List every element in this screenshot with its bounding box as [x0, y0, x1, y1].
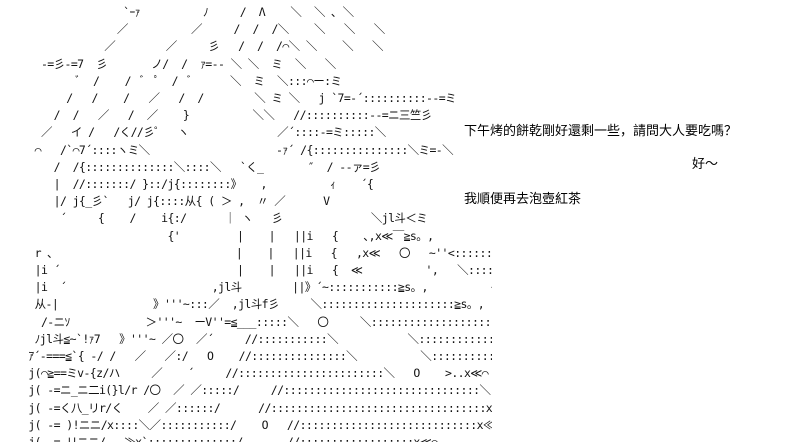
ascii-art-line: ﾞ / / ﾞ ﾟ / ﾞ ＼ ミ ＼:::⌒ー:ミ [22, 73, 342, 88]
dialogue-line-tea: 我順便再去泡壺紅茶 [464, 192, 582, 207]
ascii-art-line: / / ／ / ／ } ＼＼ //::::::::::--=ニ三竺彡 [22, 108, 433, 123]
ascii-art-line: j( -=ニ_ニ二i(}l/r /〇 ／ ／:::::/ //:::::::::… [28, 383, 491, 398]
ascii-art-line: /-ニｿ ＞'''~ ーV''=≦___:::::＼ 〇 ＼::::::::::… [22, 314, 492, 329]
ascii-art-line: -=彡-=7 彡 ノ/ / ｧ=-- ＼ ＼ ミ ＼ ＼ [22, 56, 336, 71]
ascii-art-line: |i ´ | | ||i { ≪ ', ＼::::::::, [22, 263, 492, 278]
ascii-art-line: | //:::::::/ }::/j{::::::::》 , ｨ ´{ [22, 177, 374, 192]
ascii-art-line: ／ イ / /く//彡゜ ヽ ／´::::-=ミ:::::＼ [22, 125, 386, 140]
ascii-art-line: |i ´ ,jl斗 ||》´~:::::::::::≧s。, ~'' [22, 280, 492, 295]
ascii-art-line: ´ { / i{:/ ｜ ヽ 彡 ＼jl斗＜ミ [22, 211, 428, 226]
dialogue-line-offer-cookies: 下午烤的餅乾剛好還剩一些，請問大人要吃嗎？ [464, 124, 738, 139]
ascii-art-line: ⌒ /`⌒7´::::ヽミ＼ -ｧ´ /{:::::::::::::::＼ミ=-… [22, 142, 454, 157]
ascii-art-line: `ｰｧ ﾉ / Λ ＼ ＼ ､ ＼ [22, 5, 354, 19]
ascii-art-line: ﾉjl斗≦~`!ｧ7 》'''~ ／〇 ／´ //:::::::::::＼ ＼:… [34, 331, 492, 346]
ascii-art-line: / / / ／ / / ＼ ミ ＼ j `7=-´::::::::::--=ミ [22, 91, 456, 106]
ascii-art-line: ｱ´-===≦`{ -/ / ／ ／:/ O //:::::::::::::::… [22, 349, 492, 364]
ascii-art-maid-illustration: `ｰｧ ﾉ / Λ ＼ ＼ ､ ＼ ／ ／ / / /＼ ＼ ＼ ＼ ／ ／ 彡… [22, 4, 492, 442]
ascii-art-line: / /{::::::::::::::＼::::＼ `く_ ″ / --ァ=彡 [22, 159, 381, 174]
ascii-art-line: j( -= )!ニニ/x::::＼／:::::::::::/ O //:::::… [22, 417, 492, 432]
ascii-art-line: ／ ／ / / /＼ ＼ ＼ ＼ [22, 22, 385, 37]
ascii-art-line: {' | | ||i { ､,x≪￣≧s。, [22, 228, 434, 243]
ascii-art-line: ／ ／ 彡 / / /⌒＼ ＼ ＼ ＼ [22, 39, 383, 54]
ascii-art-line: r ､ | | ||i { ,x≪ 〇 ~''<::::::, [22, 245, 492, 260]
ascii-art-line: j( -=く八_リr/く ／ ／::::::/ //::::::::::::::… [22, 400, 492, 415]
ascii-art-line: j( -= リニニ/ ≫x`::::::::::::::/ //::::::::… [22, 435, 438, 442]
ascii-art-line: j(⌒≧==ミv-{z/ハ ／ ´ //::::::::::::::::::::… [22, 366, 489, 381]
ascii-art-line: |/ j{_彡` j/ j{::::从{ ( ＞ , 〃 ／ V [22, 194, 330, 209]
ascii-art-line: 从-| 》'''~:::／ ,jl斗f彡 ＼::::::::::::::::::… [22, 297, 485, 312]
dialogue-line-reply: 好～ [692, 157, 719, 172]
